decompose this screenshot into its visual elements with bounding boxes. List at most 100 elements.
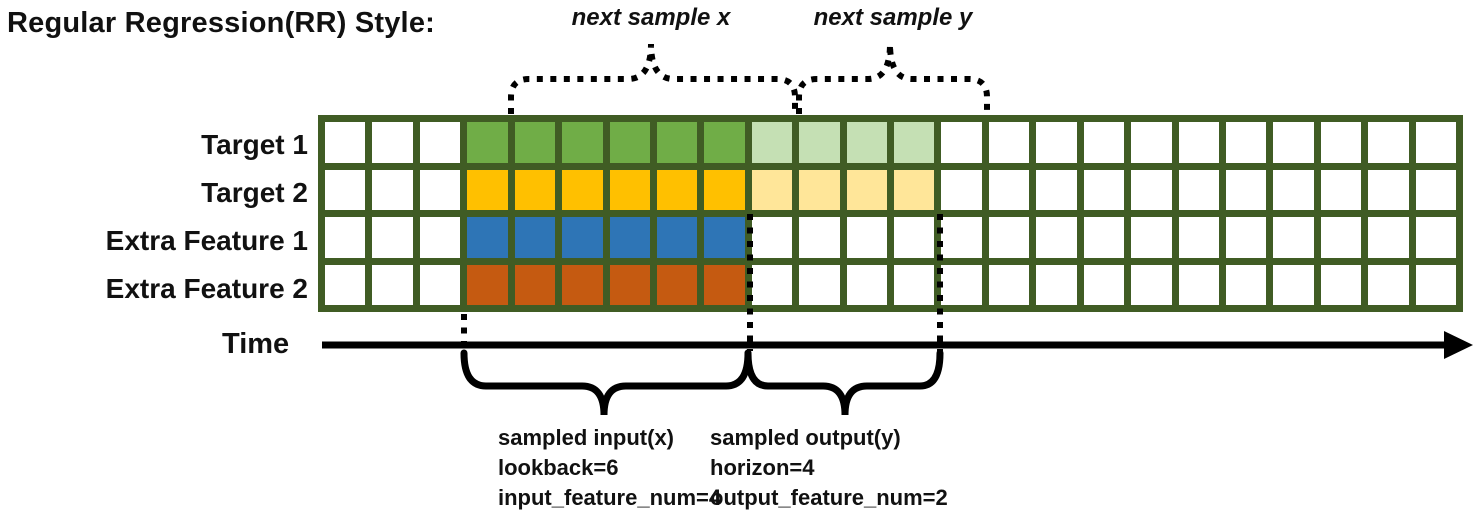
sampled-input-title: sampled input(x) bbox=[498, 425, 675, 450]
grid-cell bbox=[751, 122, 793, 163]
grid-cell bbox=[1273, 122, 1314, 163]
grid-cell bbox=[1131, 264, 1172, 305]
grid-cell bbox=[514, 169, 556, 210]
grid-cell bbox=[1320, 122, 1362, 163]
grid-cell bbox=[372, 217, 413, 258]
grid-cell bbox=[1178, 122, 1219, 163]
grid-cell bbox=[514, 122, 556, 163]
grid-cell bbox=[1415, 122, 1456, 163]
grid-cell bbox=[325, 169, 366, 210]
grid-cell bbox=[799, 169, 840, 210]
grid-cell bbox=[372, 169, 413, 210]
grid-cell bbox=[1178, 264, 1219, 305]
grid-cell bbox=[467, 169, 508, 210]
grid-cell bbox=[656, 217, 698, 258]
sampled-input-brace-icon bbox=[460, 349, 752, 416]
row-label-extra-feature-2: Extra Feature 2 bbox=[105, 273, 308, 304]
grid-cell bbox=[988, 122, 1030, 163]
grid-cell bbox=[1225, 169, 1267, 210]
grid-cell bbox=[325, 122, 366, 163]
sampled-output-title: sampled output(y) bbox=[710, 425, 901, 450]
grid-cell bbox=[1131, 122, 1172, 163]
row-label-target-2: Target 2 bbox=[201, 177, 308, 208]
next-sample-x-label: next sample x bbox=[571, 4, 731, 31]
grid-cell bbox=[609, 122, 650, 163]
grid-cell bbox=[894, 122, 935, 163]
grid-cell bbox=[704, 217, 745, 258]
grid-cell bbox=[846, 264, 887, 305]
lookback-value: lookback=6 bbox=[498, 455, 619, 480]
sampled-output-brace-icon bbox=[744, 349, 944, 416]
grid-cell bbox=[704, 122, 745, 163]
grid-cell bbox=[988, 169, 1030, 210]
grid-cell bbox=[846, 122, 887, 163]
grid-cell bbox=[562, 264, 603, 305]
grid-cell bbox=[1036, 169, 1077, 210]
sampled-input-note-block: sampled input(x) lookback=6 input_featur… bbox=[498, 423, 721, 513]
grid-cell bbox=[1320, 264, 1362, 305]
grid-cell bbox=[1368, 264, 1409, 305]
grid-cell bbox=[1083, 169, 1125, 210]
grid-cell bbox=[1225, 217, 1267, 258]
next-sample-y-label: next sample y bbox=[813, 4, 973, 31]
grid-cell bbox=[894, 169, 935, 210]
grid-cell bbox=[941, 264, 982, 305]
grid-cell bbox=[609, 169, 650, 210]
grid-cell bbox=[1415, 169, 1456, 210]
grid-cell bbox=[419, 169, 461, 210]
grid-cell bbox=[988, 217, 1030, 258]
grid-cell bbox=[514, 264, 556, 305]
grid-cell bbox=[941, 217, 982, 258]
grid-cell bbox=[1083, 264, 1125, 305]
grid-cell bbox=[372, 122, 413, 163]
grid-cell bbox=[419, 264, 461, 305]
page-title: Regular Regression(RR) Style: bbox=[7, 7, 435, 39]
grid-cell bbox=[562, 217, 603, 258]
grid-cell bbox=[419, 122, 461, 163]
grid-cell bbox=[467, 264, 508, 305]
grid-cell bbox=[799, 122, 840, 163]
sampled-output-note-block: sampled output(y) horizon=4 output_featu… bbox=[710, 423, 948, 513]
grid-cell bbox=[1083, 122, 1125, 163]
next-sample-y-brace-icon bbox=[796, 43, 990, 114]
grid-cell bbox=[1273, 169, 1314, 210]
grid-cell bbox=[372, 264, 413, 305]
grid-cell bbox=[514, 217, 556, 258]
grid-cell bbox=[704, 169, 745, 210]
grid-cell bbox=[751, 217, 793, 258]
grid-cell bbox=[1415, 217, 1456, 258]
grid-cell bbox=[1368, 169, 1409, 210]
grid-cell bbox=[1131, 217, 1172, 258]
grid-cell bbox=[894, 217, 935, 258]
grid-cell bbox=[941, 169, 982, 210]
grid-cell bbox=[1320, 217, 1362, 258]
sample-grid bbox=[318, 115, 1463, 312]
grid-cell bbox=[704, 264, 745, 305]
grid-cell bbox=[1273, 217, 1314, 258]
grid-cell bbox=[1178, 217, 1219, 258]
grid-cell bbox=[894, 264, 935, 305]
time-axis-arrowhead-icon bbox=[1444, 331, 1473, 359]
grid-cell bbox=[656, 264, 698, 305]
grid-cell bbox=[941, 122, 982, 163]
grid-cell bbox=[1178, 169, 1219, 210]
grid-cell bbox=[609, 264, 650, 305]
grid-cell bbox=[1131, 169, 1172, 210]
horizon-value: horizon=4 bbox=[710, 455, 815, 480]
grid-cell bbox=[419, 217, 461, 258]
input-feature-num-value: input_feature_num=4 bbox=[498, 485, 722, 510]
grid-cell bbox=[467, 217, 508, 258]
grid-cell bbox=[656, 169, 698, 210]
row-label-target-1: Target 1 bbox=[201, 129, 308, 160]
next-sample-x-brace-icon bbox=[508, 43, 798, 114]
grid-cell bbox=[1320, 169, 1362, 210]
grid-cell bbox=[325, 264, 366, 305]
time-label: Time bbox=[222, 328, 290, 360]
grid-cell bbox=[799, 264, 840, 305]
grid-cell bbox=[325, 217, 366, 258]
grid-cell bbox=[1415, 264, 1456, 305]
grid-cell bbox=[562, 169, 603, 210]
grid-cell bbox=[846, 217, 887, 258]
grid-cell bbox=[609, 217, 650, 258]
